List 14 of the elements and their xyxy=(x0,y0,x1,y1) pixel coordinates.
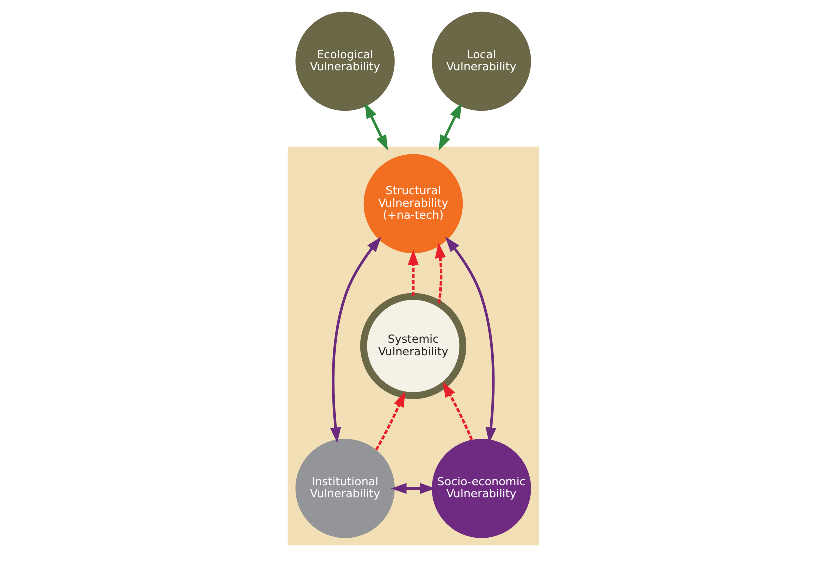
arrow xyxy=(364,102,388,151)
arrow xyxy=(438,102,462,151)
arrow xyxy=(374,392,405,451)
node-circle: Institutional Vulnerability xyxy=(295,439,394,538)
arrow xyxy=(444,236,496,444)
arrow xyxy=(330,236,382,444)
node-circle: Ecological Vulnerability xyxy=(295,12,394,112)
arrow xyxy=(434,242,446,304)
arrow xyxy=(390,483,436,494)
node-circle: Local Vulnerability xyxy=(432,12,531,112)
arrow xyxy=(442,382,473,440)
arrow xyxy=(408,250,418,296)
cluster xyxy=(287,146,539,546)
node-circle: Socio-economic Vulnerability xyxy=(432,439,531,538)
